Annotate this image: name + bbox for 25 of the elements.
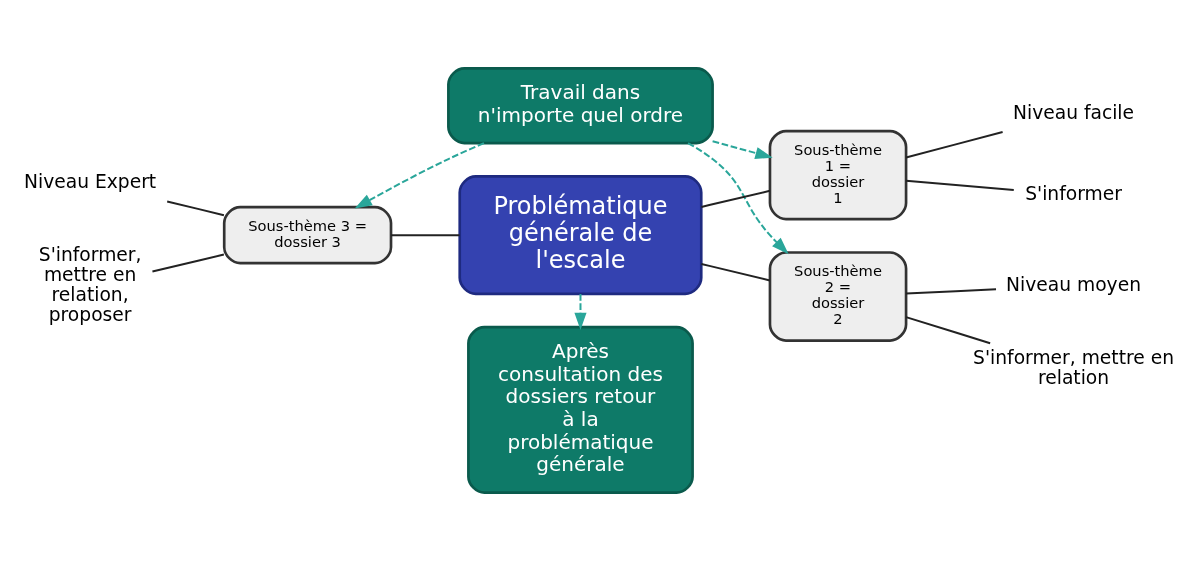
connector: [700, 262, 771, 282]
node-box: Après consultation des dossiers retour à la problématique générale: [467, 325, 694, 494]
node-text: S'informer, mettre en relation, proposer: [38, 243, 142, 325]
connector: [151, 253, 225, 273]
connector: [905, 131, 1004, 159]
node-text: Niveau moyen: [1006, 273, 1141, 295]
node-text: S'informer, mettre en relation: [973, 346, 1174, 388]
node-box: Sous-thème 3 = dossier 3: [222, 205, 393, 265]
arrow: [354, 142, 485, 209]
connector: [905, 179, 1015, 192]
node-box: Sous-thème 1 = dossier 1: [768, 129, 908, 221]
node-box: Sous-thème 2 = dossier 2: [768, 251, 908, 342]
connector: [905, 316, 992, 345]
connector: [166, 200, 225, 217]
node-text: Niveau Expert: [24, 171, 157, 193]
connector: [700, 189, 771, 208]
node-text: Niveau facile: [1013, 101, 1135, 123]
node-box: Problématique générale de l'escale: [458, 175, 703, 296]
arrow: [711, 140, 773, 159]
connector: [905, 288, 998, 295]
arrow: [687, 142, 789, 255]
node-box: Travail dans n'importe quel ordre: [447, 67, 714, 145]
connector: [390, 234, 461, 237]
arrow: [574, 292, 587, 330]
node-text: S'informer: [1025, 183, 1122, 205]
